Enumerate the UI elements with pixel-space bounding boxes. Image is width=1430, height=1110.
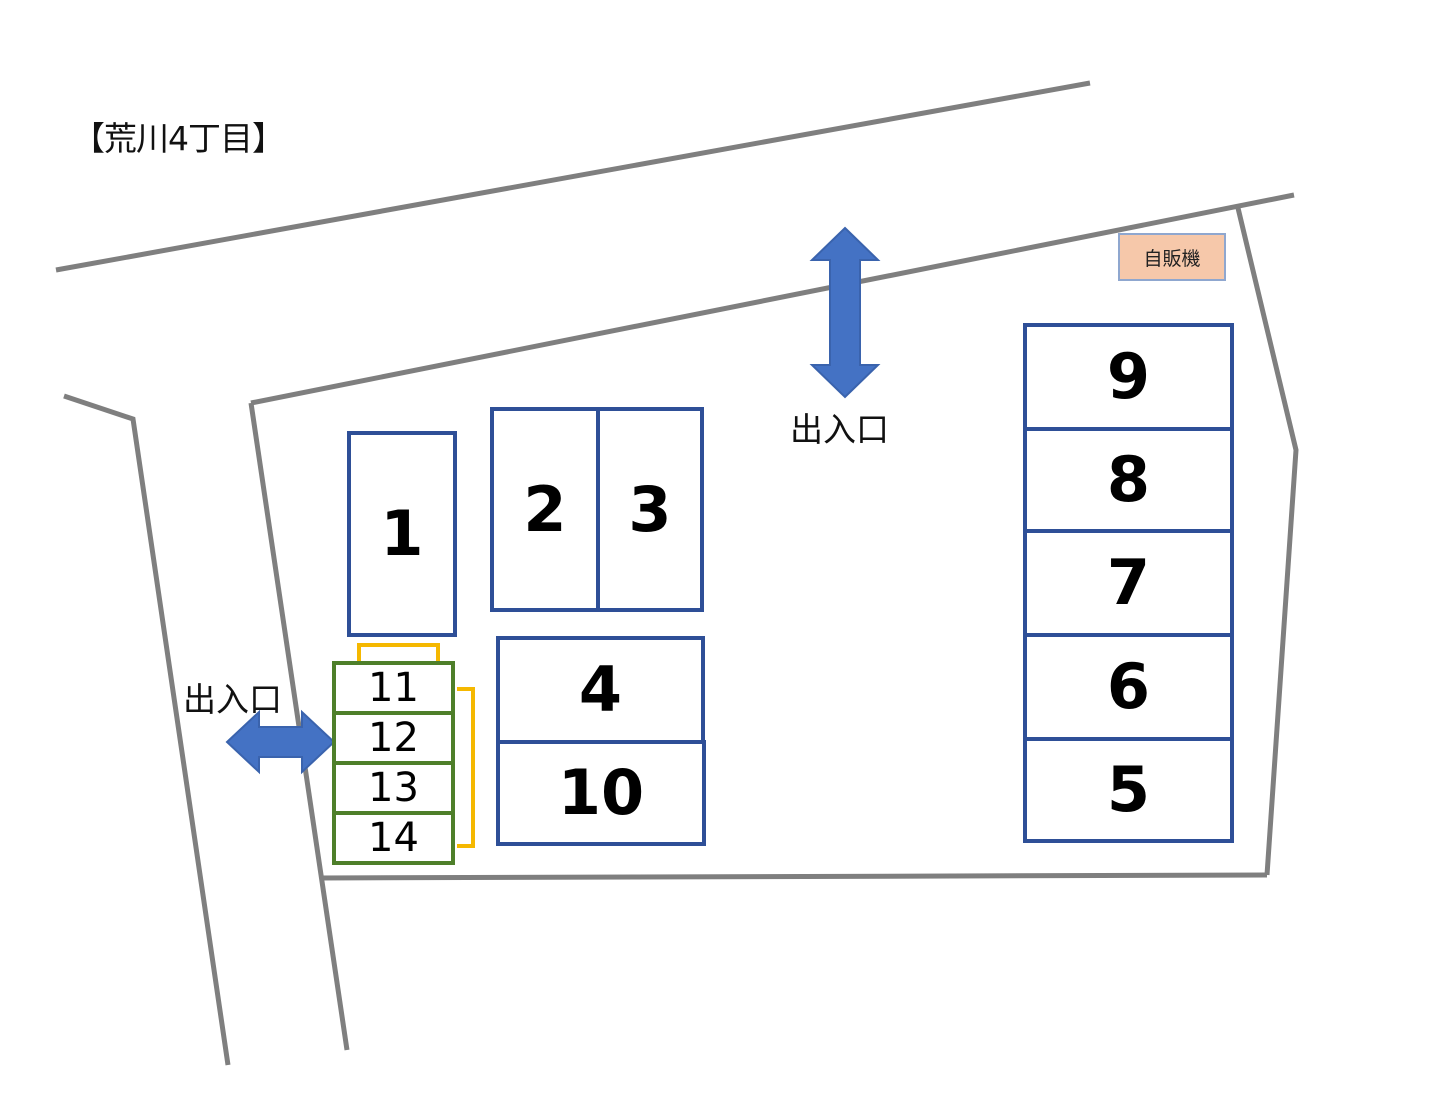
road-line-top-outer — [55, 80, 1091, 273]
parking-space-number: 2 — [523, 472, 567, 546]
parking-space-7[interactable]: 7 — [1023, 529, 1234, 637]
parking-space-number: 8 — [1106, 443, 1151, 516]
parking-space-4[interactable]: 4 — [496, 636, 705, 744]
parking-space-number: 3 — [628, 472, 672, 546]
bracket-top — [357, 643, 440, 662]
parking-space-14[interactable]: 14 — [332, 811, 455, 865]
parking-space-number: 9 — [1106, 340, 1151, 413]
parking-space-number: 12 — [368, 715, 419, 761]
road-line-top-inner — [250, 192, 1295, 406]
parking-space-5[interactable]: 5 — [1023, 737, 1234, 843]
parking-space-10[interactable]: 10 — [496, 740, 706, 846]
lot-boundary-bottom — [319, 872, 1268, 881]
parking-space-number: 6 — [1106, 650, 1151, 723]
parking-space-6[interactable]: 6 — [1023, 633, 1234, 741]
vending-machine: 自販機 — [1118, 233, 1226, 281]
parking-space-13[interactable]: 13 — [332, 761, 455, 815]
bracket-right — [457, 687, 475, 848]
parking-space-number: 5 — [1106, 753, 1151, 826]
entrance-top-arrow-icon — [809, 226, 881, 399]
parking-space-8[interactable]: 8 — [1023, 427, 1234, 533]
parking-space-number: 10 — [557, 756, 645, 829]
entrance-top-label: 出入口 — [790, 410, 889, 449]
road-line-left-outer — [63, 393, 231, 1066]
parking-space-2[interactable]: 2 — [490, 407, 600, 612]
parking-space-3[interactable]: 3 — [596, 407, 704, 612]
parking-space-12[interactable]: 12 — [332, 711, 455, 765]
page-title: 【荒川4丁目】 — [72, 119, 285, 158]
entrance-left-label: 出入口 — [183, 680, 282, 719]
parking-space-number: 7 — [1106, 546, 1151, 619]
parking-space-number: 4 — [578, 653, 623, 726]
parking-space-number: 14 — [368, 815, 419, 861]
parking-space-number: 1 — [380, 497, 424, 570]
parking-space-number: 11 — [368, 665, 419, 711]
entrance-left-arrow-icon — [225, 709, 336, 775]
parking-space-11[interactable]: 11 — [332, 661, 455, 715]
parking-space-9[interactable]: 9 — [1023, 323, 1234, 431]
parking-space-number: 13 — [368, 765, 419, 811]
lot-boundary-right — [1235, 207, 1299, 876]
parking-space-1[interactable]: 1 — [347, 431, 457, 637]
